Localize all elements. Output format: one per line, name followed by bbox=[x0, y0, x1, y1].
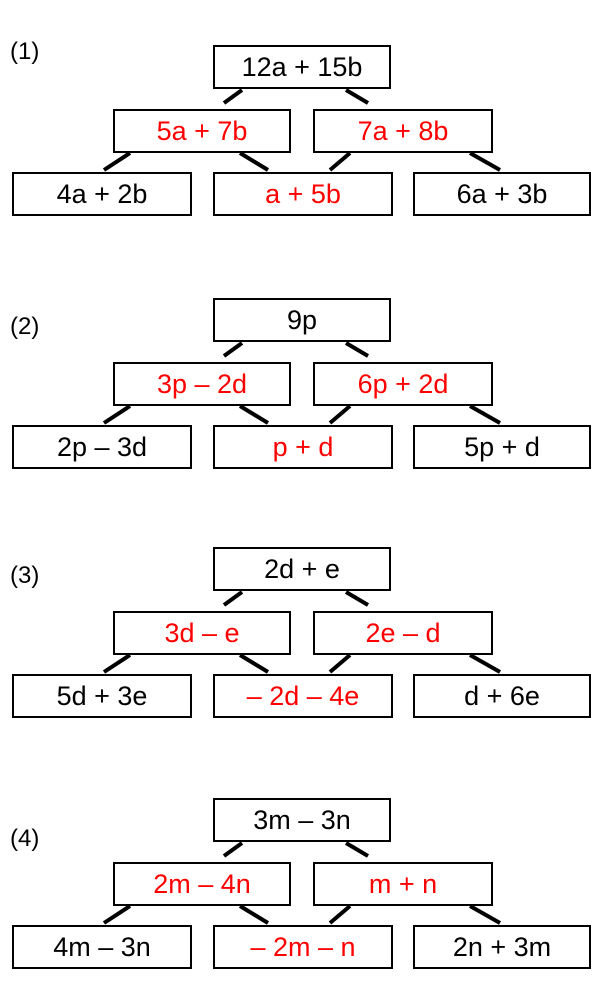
bottom-left-brick: 5d + 3e bbox=[12, 674, 192, 718]
middle-right-brick: 7a + 8b bbox=[313, 109, 493, 153]
pyramid-1: (1) 12a + 15b 5a + 7b 7a + 8b 4a + 2b a … bbox=[0, 0, 596, 240]
bottom-middle-brick: a + 5b bbox=[213, 172, 393, 216]
bottom-right-brick: 6a + 3b bbox=[413, 172, 591, 216]
pyramid-3: (3) 2d + e 3d – e 2e – d 5d + 3e – 2d – … bbox=[0, 502, 596, 742]
connector-lines bbox=[102, 841, 501, 925]
bottom-right-brick: 5p + d bbox=[413, 425, 591, 469]
bottom-left-brick: 4m – 3n bbox=[12, 925, 192, 969]
bottom-right-brick: 2n + 3m bbox=[413, 925, 591, 969]
top-brick: 9p bbox=[213, 298, 391, 342]
middle-right-brick: m + n bbox=[313, 862, 493, 906]
top-brick: 12a + 15b bbox=[213, 45, 391, 89]
problem-label: (3) bbox=[10, 562, 40, 589]
middle-left-brick: 3d – e bbox=[113, 611, 291, 655]
top-brick: 3m – 3n bbox=[213, 798, 391, 842]
middle-right-brick: 6p + 2d bbox=[313, 362, 493, 406]
middle-left-brick: 3p – 2d bbox=[113, 362, 291, 406]
bottom-middle-brick: – 2d – 4e bbox=[213, 674, 393, 718]
problem-label: (2) bbox=[10, 313, 40, 340]
top-brick: 2d + e bbox=[213, 547, 391, 591]
problem-label: (1) bbox=[10, 38, 40, 65]
connector-lines bbox=[102, 341, 501, 425]
connector-lines bbox=[102, 88, 501, 172]
bottom-left-brick: 4a + 2b bbox=[12, 172, 192, 216]
middle-left-brick: 5a + 7b bbox=[113, 109, 291, 153]
bottom-middle-brick: p + d bbox=[213, 425, 393, 469]
pyramid-2: (2) 9p 3p – 2d 6p + 2d 2p – 3d p + d 5p … bbox=[0, 253, 596, 493]
bottom-middle-brick: – 2m – n bbox=[213, 925, 393, 969]
connector-lines bbox=[102, 590, 501, 674]
middle-left-brick: 2m – 4n bbox=[113, 862, 291, 906]
bottom-left-brick: 2p – 3d bbox=[12, 425, 192, 469]
bottom-right-brick: d + 6e bbox=[413, 674, 591, 718]
problem-label: (4) bbox=[10, 825, 40, 852]
pyramid-4: (4) 3m – 3n 2m – 4n m + n 4m – 3n – 2m –… bbox=[0, 753, 596, 993]
middle-right-brick: 2e – d bbox=[313, 611, 493, 655]
